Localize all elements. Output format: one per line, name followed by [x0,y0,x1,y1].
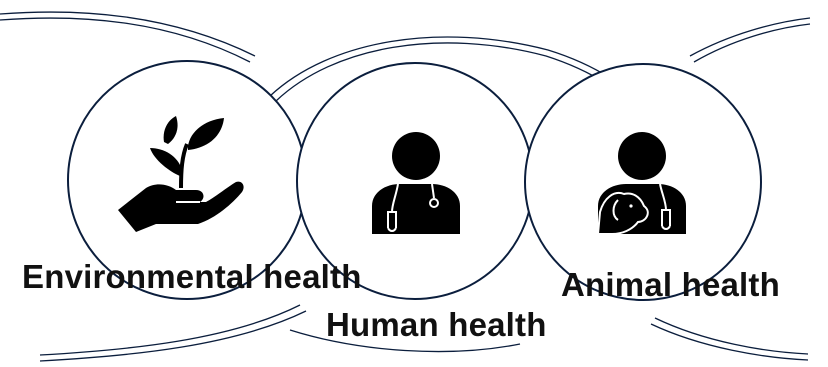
environmental-health-label: Environmental health [22,258,362,295]
animal-circle [524,63,762,301]
doctor-stethoscope-icon [372,132,460,234]
animal-health-label: Animal health [561,266,780,303]
veterinarian-dog-icon [596,132,686,235]
human-health-label: Human health [326,306,547,343]
background-arcs [0,11,811,362]
hand-plant-icon [118,116,244,232]
